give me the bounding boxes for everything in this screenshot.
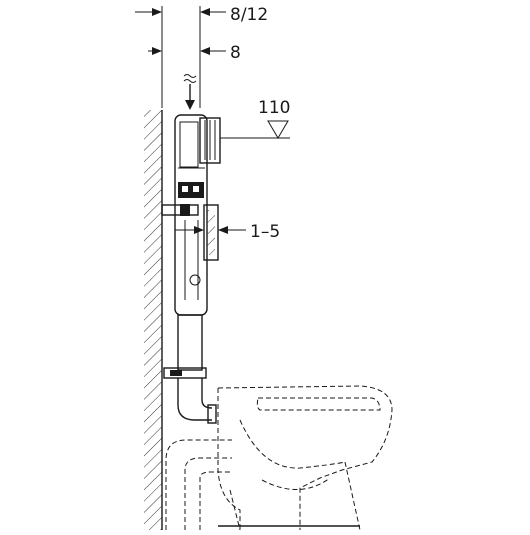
dimension-second: 8 (148, 43, 241, 63)
arrow-right-icon (152, 47, 162, 55)
dim-top-label: 8/12 (230, 5, 268, 25)
height-mark: 110 (220, 98, 290, 139)
arrow-left-icon (200, 47, 210, 55)
adjust-range-label: 1–5 (250, 222, 280, 242)
wc-pan (217, 385, 393, 531)
drain-pipe (165, 439, 232, 530)
water-inlet-icon (183, 74, 197, 110)
wall (144, 110, 163, 530)
arrow-right-icon (194, 226, 204, 234)
flush-pipe (163, 314, 217, 424)
arrow-left-icon (200, 8, 210, 16)
cistern-module (161, 114, 221, 316)
dimension-top: 8/12 (135, 5, 268, 108)
dim-second-label: 8 (230, 43, 241, 63)
arrow-right-icon (152, 8, 162, 16)
arrow-left-icon (218, 226, 228, 234)
adjustment-dimension: 1–5 (175, 222, 280, 242)
height-mark-label: 110 (258, 98, 290, 118)
